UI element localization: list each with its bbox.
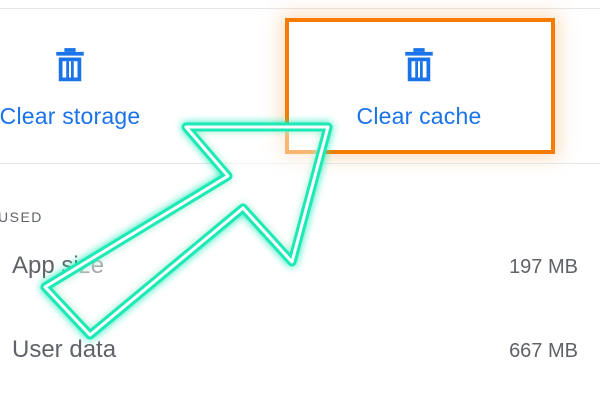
storage-row-app-size: App size 197 MB — [0, 252, 600, 312]
clear-cache-button[interactable]: Clear cache — [285, 20, 553, 150]
clear-storage-button[interactable]: Clear storage — [0, 20, 150, 150]
section-divider — [0, 163, 600, 164]
row-value: 667 MB — [509, 340, 578, 362]
trash-icon — [405, 48, 433, 82]
used-section-header: USED — [0, 209, 43, 225]
clear-cache-label: Clear cache — [356, 103, 482, 129]
storage-row-user-data: User data 667 MB — [0, 336, 600, 396]
trash-icon — [56, 48, 84, 82]
top-divider — [0, 8, 600, 9]
row-value: 197 MB — [509, 256, 578, 278]
row-label: User data — [12, 336, 117, 363]
row-label: App size — [12, 252, 105, 279]
clear-storage-label: Clear storage — [0, 103, 141, 129]
